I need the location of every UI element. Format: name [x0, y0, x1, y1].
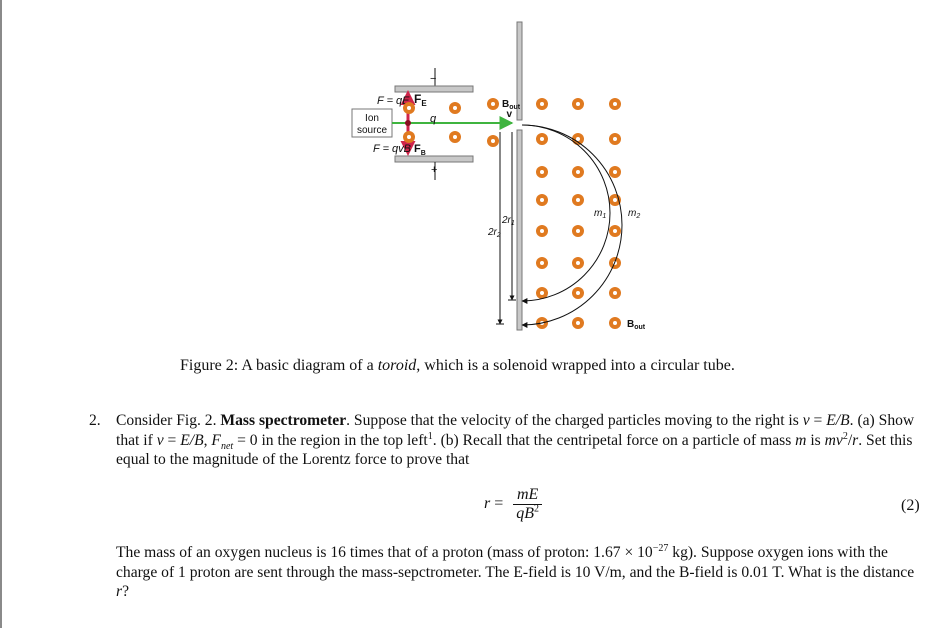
- m1-label: m1: [594, 208, 606, 220]
- caption-term: toroid: [377, 357, 417, 374]
- two-r2-label: 2r2: [487, 227, 501, 239]
- equation-lhs: r: [484, 495, 491, 513]
- equation-fraction: mE qB2: [513, 486, 543, 523]
- field-dot: [536, 133, 548, 145]
- problem-number: 2.: [89, 412, 101, 429]
- magnetic-field-dots: [403, 98, 621, 329]
- field-dot: [609, 133, 621, 145]
- field-dot: [609, 166, 621, 178]
- field-dot: [536, 257, 548, 269]
- field-dot: [609, 98, 621, 110]
- trajectory-m1: [521, 124, 611, 304]
- bout-bottom-label: Bout: [627, 319, 646, 331]
- field-dot: [536, 166, 548, 178]
- caption-prefix: Figure 2: A basic diagram of a: [180, 357, 378, 374]
- field-dot: [536, 194, 548, 206]
- equation-number: (2): [901, 497, 920, 514]
- problem-title: Mass spectrometer: [220, 412, 347, 429]
- field-dot: [572, 98, 584, 110]
- slit-wall-lower: [516, 129, 523, 331]
- trajectory-m2: [521, 124, 623, 328]
- field-dot: [536, 225, 548, 237]
- field-dot: [609, 225, 621, 237]
- slit-wall-upper: [516, 21, 523, 121]
- two-r1-label: 2r1: [501, 215, 515, 227]
- equation-numerator: mE: [513, 486, 543, 505]
- mass-spectrometer-figure: Ion source F = qE FE F = qvB FB q v − +: [351, 21, 646, 331]
- bottom-plate: [394, 155, 474, 163]
- m2-label: m2: [628, 208, 640, 220]
- field-dot: [487, 135, 499, 147]
- slit-wall: [516, 21, 523, 331]
- velocity-selector-plates: [394, 68, 474, 180]
- field-dot: [572, 257, 584, 269]
- top-plate: [394, 85, 474, 93]
- ion-source-box: [351, 108, 393, 138]
- field-dot: [572, 225, 584, 237]
- bout-top-label: Bout: [502, 99, 521, 111]
- field-dot: [609, 317, 621, 329]
- ion-source-label-line2: source: [357, 125, 387, 136]
- equation-equals: =: [494, 495, 504, 513]
- fb-label: FB: [414, 143, 426, 157]
- field-dot: [572, 317, 584, 329]
- field-dot: [572, 166, 584, 178]
- problem-text: Consider Fig. 2. Mass spectrometer. Supp…: [116, 412, 915, 468]
- electric-force-label: F = qE: [377, 95, 410, 107]
- field-dot: [572, 133, 584, 145]
- charge-dot: [405, 120, 411, 126]
- caption-suffix: , which is a solenoid wrapped into a cir…: [416, 357, 735, 374]
- followup-text: The mass of an oxygen nucleus is 16 time…: [116, 542, 915, 600]
- field-dot: [403, 102, 415, 114]
- field-dot: [536, 98, 548, 110]
- field-dot: [403, 131, 415, 143]
- field-dot: [449, 102, 461, 114]
- minus-label: −: [430, 73, 436, 85]
- figure-caption: Figure 2: A basic diagram of a toroid, w…: [180, 357, 880, 375]
- fe-label: FE: [414, 92, 427, 108]
- field-dot: [609, 287, 621, 299]
- field-dot: [572, 194, 584, 206]
- plus-label: +: [431, 164, 437, 176]
- equation-denominator: qB2: [516, 503, 540, 522]
- magnetic-force-label: F = qvB: [373, 143, 411, 155]
- equation-2: r = mE qB2: [484, 486, 543, 523]
- problem-2: 2. Consider Fig. 2. Mass spectrometer. S…: [89, 411, 929, 470]
- page-left-border: [0, 0, 2, 628]
- field-dot: [487, 98, 499, 110]
- field-dot: [536, 287, 548, 299]
- field-dot: [572, 287, 584, 299]
- charge-label: q: [430, 113, 437, 125]
- field-dot: [449, 131, 461, 143]
- velocity-label: v: [506, 109, 512, 120]
- ion-source-label-line1: Ion: [365, 113, 379, 124]
- footnote-marker: 1: [427, 430, 433, 442]
